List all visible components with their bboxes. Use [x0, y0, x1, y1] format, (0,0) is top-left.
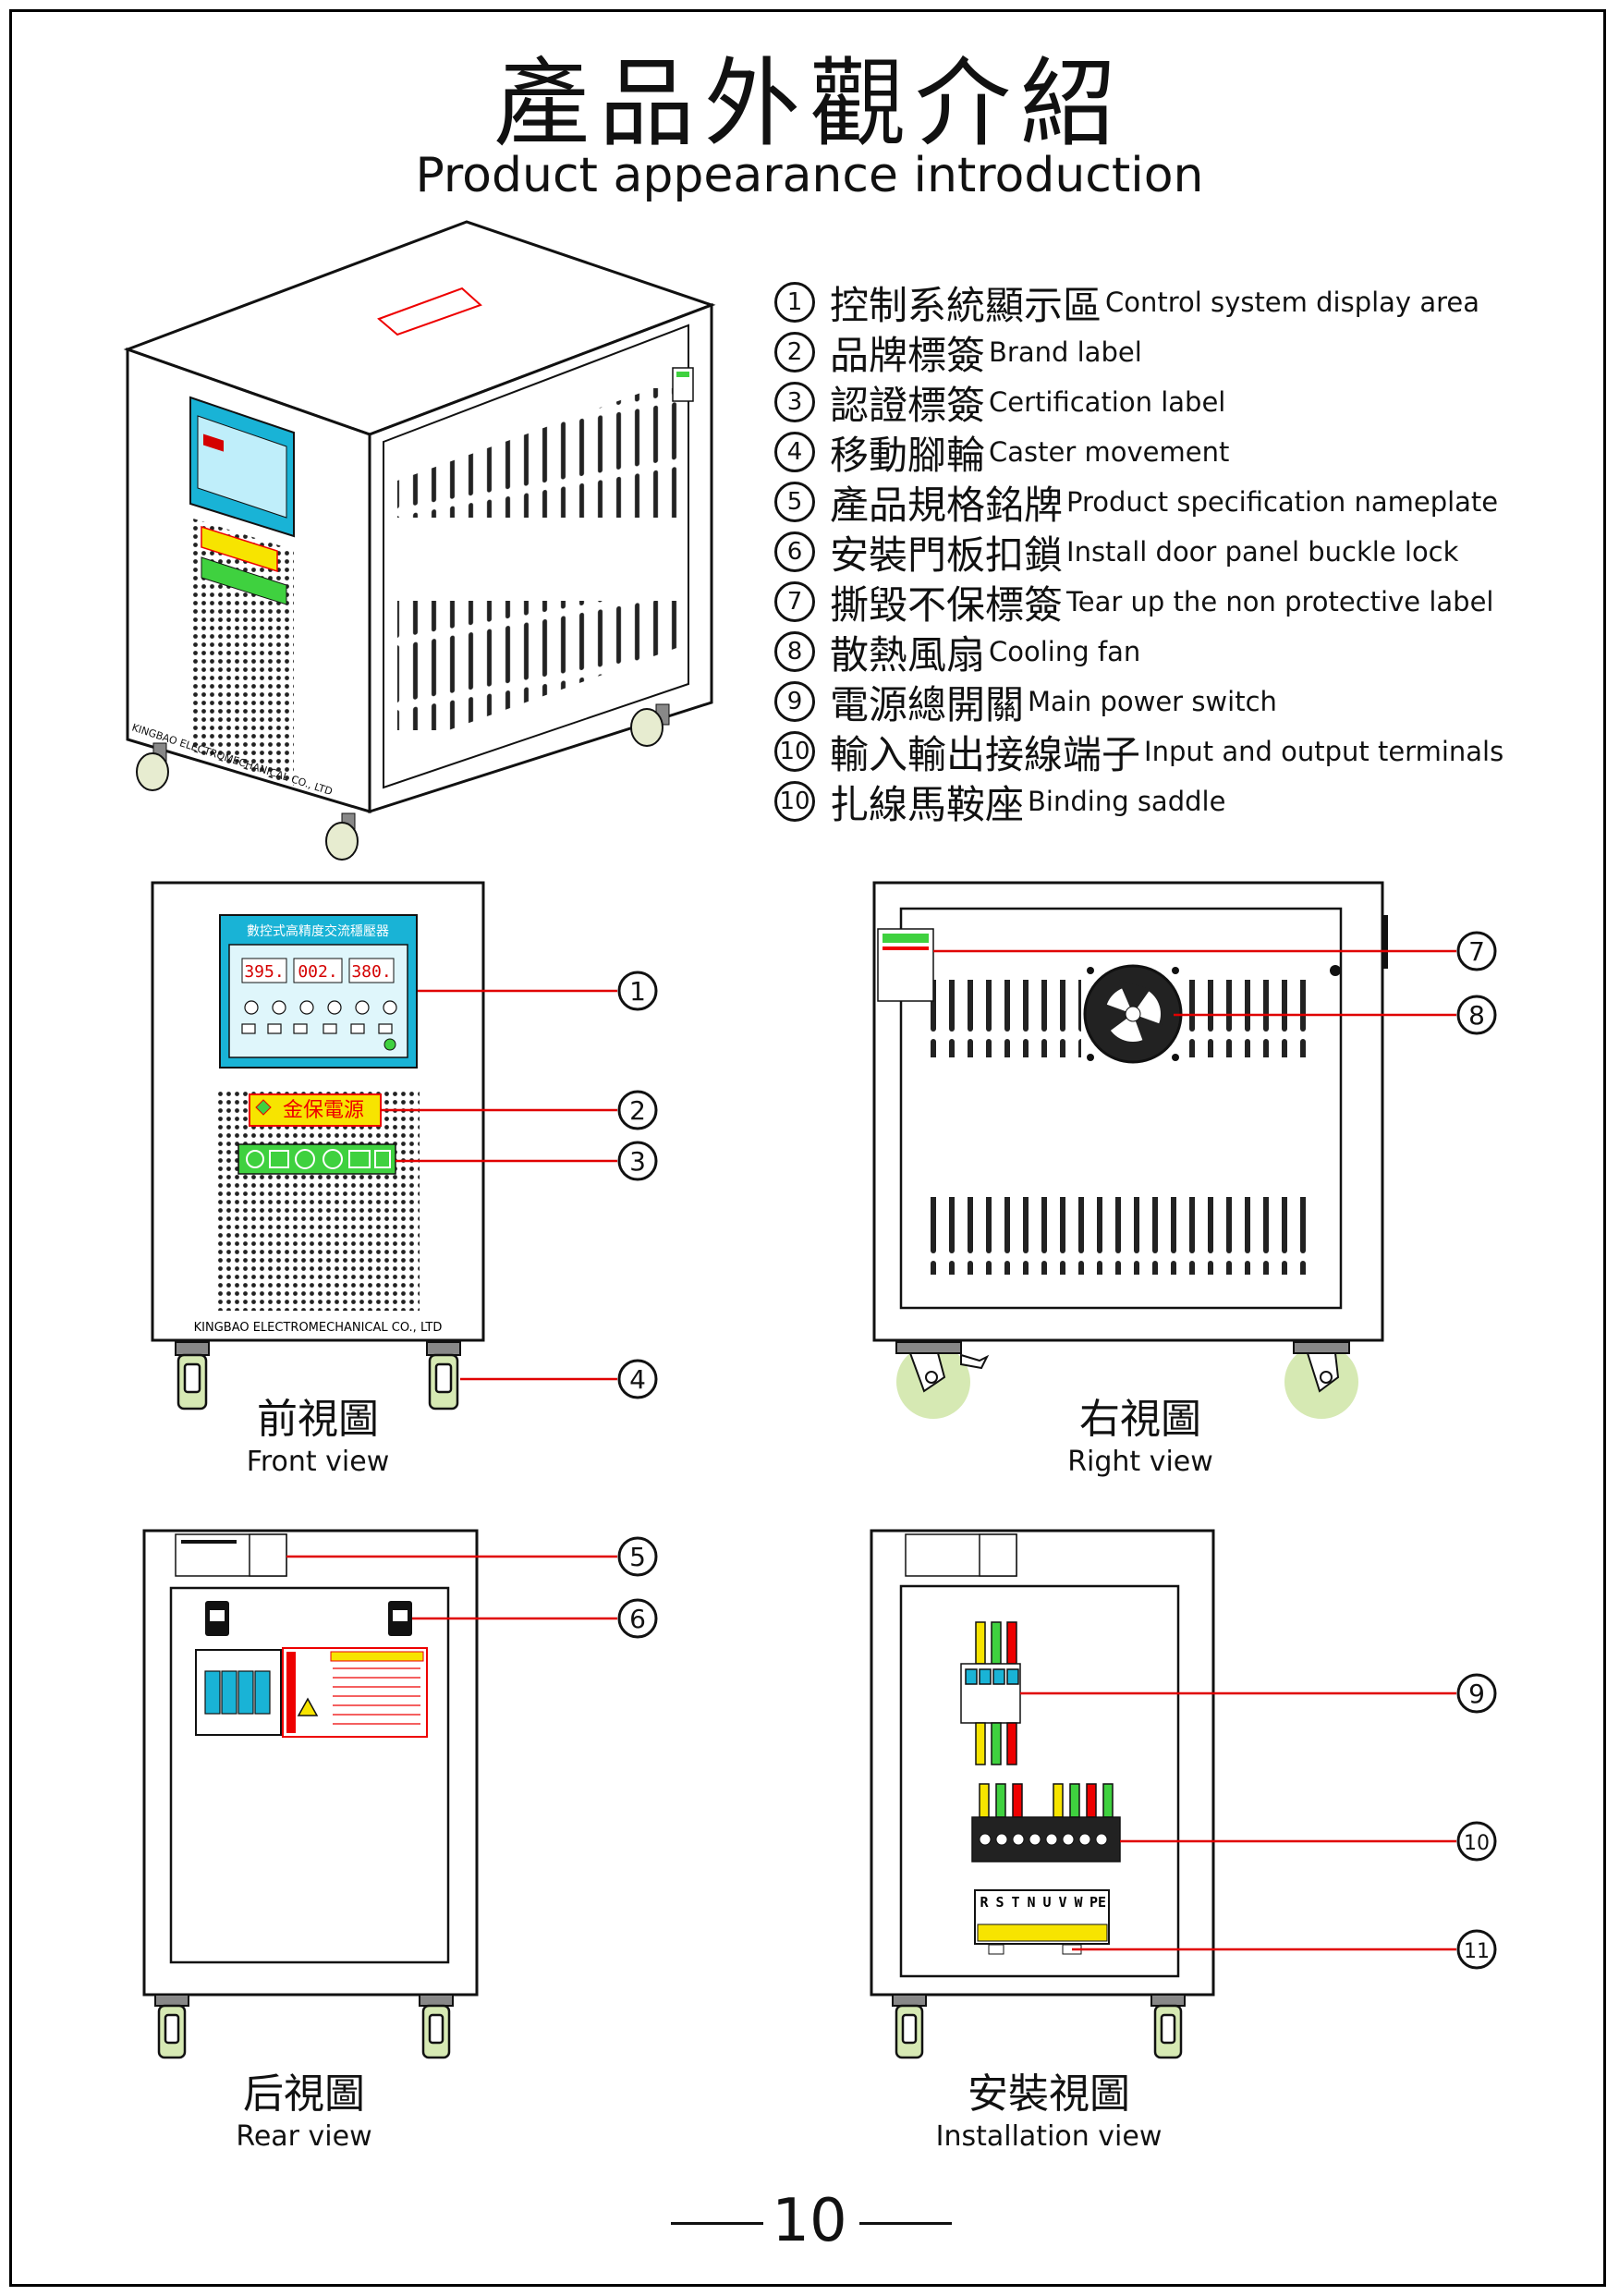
legend-label-cn: 輸入輸出接線端子: [830, 731, 1141, 777]
callout-lines: [286, 949, 1456, 1951]
right-view-title-en: Right view: [1067, 1446, 1213, 1478]
legend-label-en: Install door panel buckle lock: [1066, 536, 1459, 568]
legend-number: 1: [774, 282, 815, 323]
right-view-title-cn: 右視圖: [1079, 1396, 1201, 1443]
legend-label-en: Brand label: [989, 336, 1142, 368]
callout-5: 5: [629, 1542, 646, 1572]
page-number: 10: [772, 2187, 847, 2255]
legend-label-cn: 產品規格銘牌: [830, 482, 1064, 528]
legend-number: 3: [774, 382, 815, 422]
right-view-caption: 右視圖 Right view: [956, 1396, 1325, 1481]
installation-view-title-cn: 安裝視圖: [968, 2070, 1130, 2118]
legend-number: 6: [774, 531, 815, 572]
legend-number: 5: [774, 482, 815, 522]
legend-number: 4: [774, 432, 815, 472]
callout-numbers: 1 2 3 4 5 6 7 8 9 10 11: [617, 931, 1497, 1970]
legend-label-cn: 電源總開關: [830, 681, 1025, 727]
legend-label-cn: 品牌標簽: [830, 332, 986, 378]
rear-view: [142, 1529, 479, 2059]
callout-6: 6: [629, 1604, 646, 1634]
legend-label-en: Caster movement: [989, 436, 1230, 468]
legend-label-en: Binding saddle: [1028, 786, 1226, 817]
front-view-title-cn: 前視圖: [257, 1396, 379, 1443]
front-view-title-en: Front view: [246, 1446, 390, 1478]
front-view: 數控式高精度交流穩壓器 395. 002. 380. 金保電源 KINGBAO …: [151, 881, 485, 1411]
page-frame: [9, 9, 1606, 2287]
callout-10: 10: [1464, 1832, 1490, 1855]
legend-label-cn: 撕毀不保標簽: [830, 581, 1064, 628]
terminal-label-s: S: [995, 1894, 1004, 1911]
legend-label-cn: 移動腳輪: [830, 432, 986, 478]
right-view: [872, 881, 1388, 1419]
brand-text: 金保電源: [283, 1099, 364, 1122]
terminal-label-pe: PE: [1089, 1894, 1106, 1911]
callout-9: 9: [1468, 1679, 1485, 1709]
callout-2: 2: [629, 1095, 646, 1126]
front-view-caption: 前視圖 Front view: [133, 1396, 503, 1481]
rear-view-caption: 后視圖 Rear view: [119, 2070, 489, 2156]
legend-label-cn: 安裝門板扣鎖: [830, 531, 1064, 578]
legend-number: 2: [774, 332, 815, 372]
legend-label-cn: 散熱風扇: [830, 631, 986, 678]
legend-label-en: Product specification nameplate: [1066, 486, 1499, 518]
terminal-label-v: V: [1058, 1894, 1066, 1911]
legend-label-en: Tear up the non protective label: [1066, 586, 1494, 617]
page-number-line-right: [859, 2222, 952, 2225]
page-title: 產品外觀介紹: [493, 47, 1126, 160]
page-number-line-left: [671, 2222, 763, 2225]
reading-2: 002.: [298, 962, 337, 982]
callout-4: 4: [629, 1364, 646, 1395]
rear-view-title-cn: 后視圖: [243, 2070, 365, 2118]
callout-7: 7: [1468, 936, 1485, 967]
legend-number: 10: [774, 731, 815, 772]
terminal-label-n: N: [1027, 1894, 1035, 1911]
terminal-label-t: T: [1011, 1894, 1019, 1911]
terminal-label-u: U: [1042, 1894, 1051, 1911]
legend-label-en: Main power switch: [1028, 686, 1277, 717]
legend-number: 8: [774, 631, 815, 672]
front-panel-title: 數控式高精度交流穩壓器: [247, 923, 389, 939]
legend-label-en: Control system display area: [1105, 287, 1479, 318]
legend-label-en: Cooling fan: [989, 636, 1141, 667]
callout-3: 3: [629, 1146, 646, 1177]
installation-view-caption: 安裝視圖 Installation view: [864, 2070, 1234, 2156]
callout-11: 11: [1464, 1940, 1490, 1963]
isometric-view: KINGBAO ELECTROMECHANICAL CO., LTD: [123, 220, 716, 861]
reading-1: 395.: [244, 962, 284, 982]
legend-number: 7: [774, 581, 815, 622]
callout-8: 8: [1468, 1000, 1485, 1031]
terminal-label-w: W: [1074, 1894, 1083, 1911]
legend-label-en: Certification label: [989, 386, 1226, 418]
front-company-text: KINGBAO ELECTROMECHANICAL CO., LTD: [194, 1321, 443, 1335]
legend-number: 10: [774, 781, 815, 822]
installation-view: R S T N U V W PE: [870, 1529, 1215, 2059]
legend-label-en: Input and output terminals: [1144, 736, 1504, 767]
legend-label-cn: 認證標簽: [830, 382, 986, 428]
rear-view-title-en: Rear view: [236, 2120, 372, 2153]
legend-number: 9: [774, 681, 815, 722]
legend-label-cn: 控制系統顯示區: [830, 282, 1102, 328]
installation-view-title-en: Installation view: [935, 2120, 1163, 2153]
legend-label-cn: 扎線馬鞍座: [830, 781, 1025, 827]
callout-1: 1: [629, 976, 646, 1007]
page-subtitle: Product appearance introduction: [415, 148, 1204, 203]
reading-3: 380.: [351, 962, 391, 982]
terminal-label-r: R: [980, 1894, 989, 1911]
